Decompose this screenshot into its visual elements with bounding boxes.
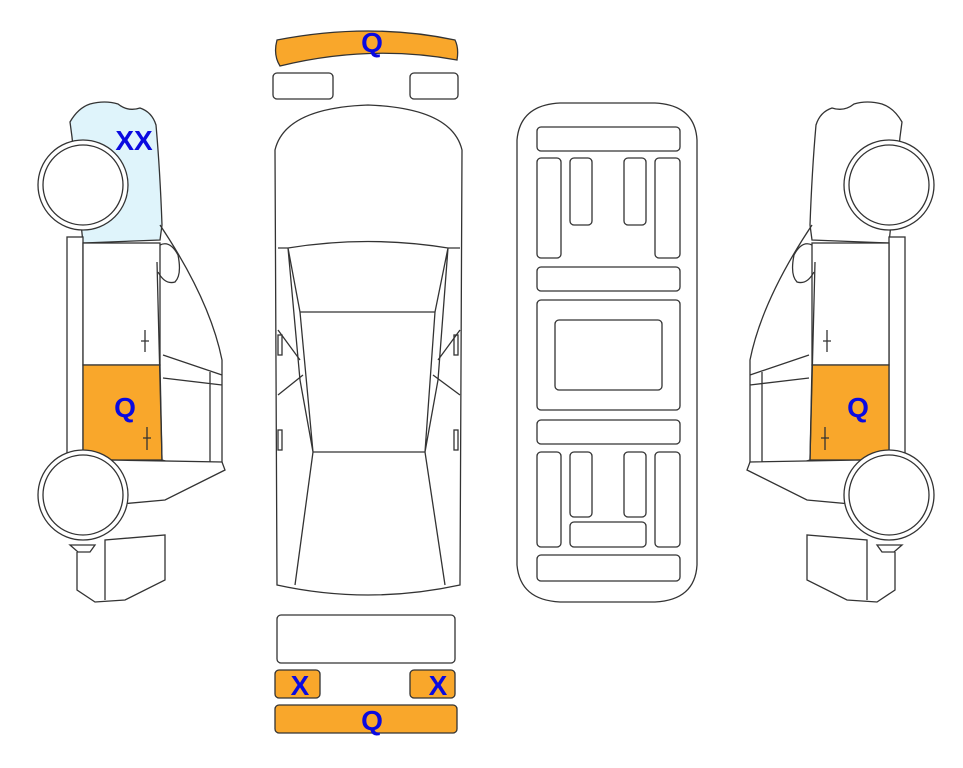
car-underside[interactable] — [516, 102, 698, 603]
rear-bumper[interactable] — [274, 704, 458, 734]
mark-left-front-fender: XX — [115, 125, 153, 156]
front-bumper[interactable] — [274, 30, 459, 67]
mark-rear-left-light: X — [291, 670, 310, 701]
top-view: Q X X Q — [272, 27, 463, 736]
rear-right-light[interactable] — [409, 669, 456, 699]
trunk-panel[interactable] — [276, 614, 456, 664]
mark-rear-right-light: X — [429, 670, 448, 701]
right-side-view: Q — [746, 101, 935, 603]
left-side-view: XX Q — [37, 101, 226, 603]
rear-left-light[interactable] — [274, 669, 321, 699]
mark-left-rear-door: Q — [114, 392, 136, 423]
front-left-light[interactable] — [272, 72, 334, 100]
right-front-door[interactable] — [811, 242, 890, 366]
mark-front-bumper: Q — [361, 27, 383, 58]
mark-right-rear-door: Q — [847, 392, 869, 423]
car-body-top[interactable] — [274, 104, 463, 596]
left-front-door[interactable] — [82, 242, 161, 366]
underside-view — [516, 102, 698, 603]
left-front-wheel[interactable] — [37, 139, 129, 231]
left-rear-wheel[interactable] — [37, 449, 129, 541]
front-right-light[interactable] — [409, 72, 459, 100]
mark-rear-bumper: Q — [361, 705, 383, 736]
